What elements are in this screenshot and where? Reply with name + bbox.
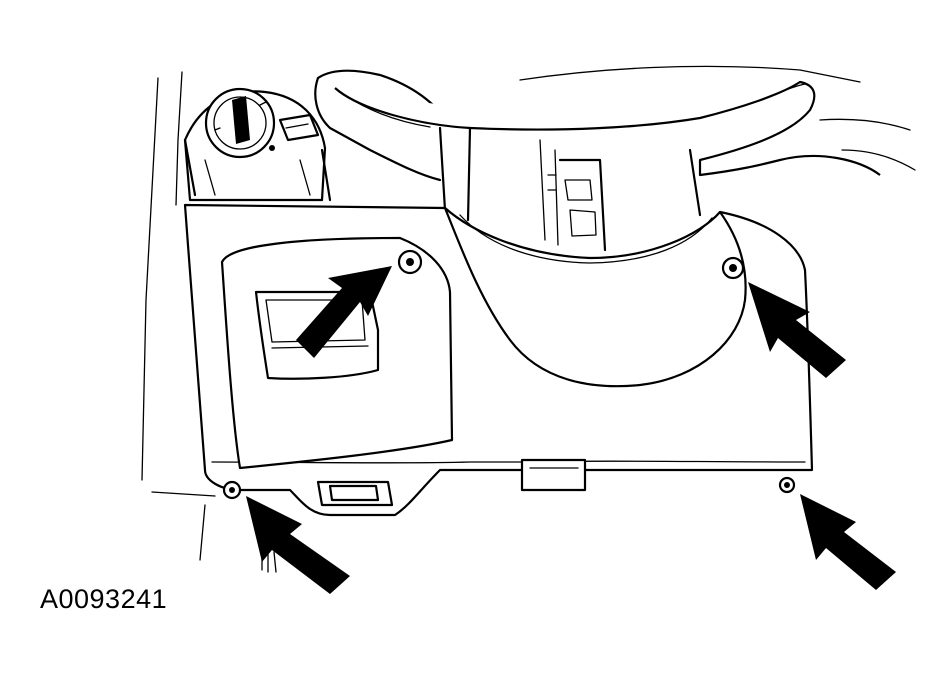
arrow-lower-left-icon xyxy=(246,496,350,594)
figure-code-label: A0093241 xyxy=(40,584,168,614)
fastener-upper-left-icon xyxy=(397,249,423,275)
fasteners xyxy=(222,249,796,500)
fastener-upper-right-icon xyxy=(721,256,745,280)
arrow-lower-right-icon xyxy=(800,494,896,590)
callout-arrows xyxy=(246,266,896,594)
fastener-lower-left-icon xyxy=(222,480,242,500)
access-cover xyxy=(220,236,454,470)
steering-wheel-upper xyxy=(314,65,916,182)
arrow-upper-left-icon xyxy=(296,266,392,358)
ignition-lock-assembly xyxy=(183,87,332,202)
steering-column-shaft xyxy=(438,126,702,252)
arrow-upper-right-icon xyxy=(748,282,846,378)
fastener-lower-right-icon xyxy=(778,476,796,494)
